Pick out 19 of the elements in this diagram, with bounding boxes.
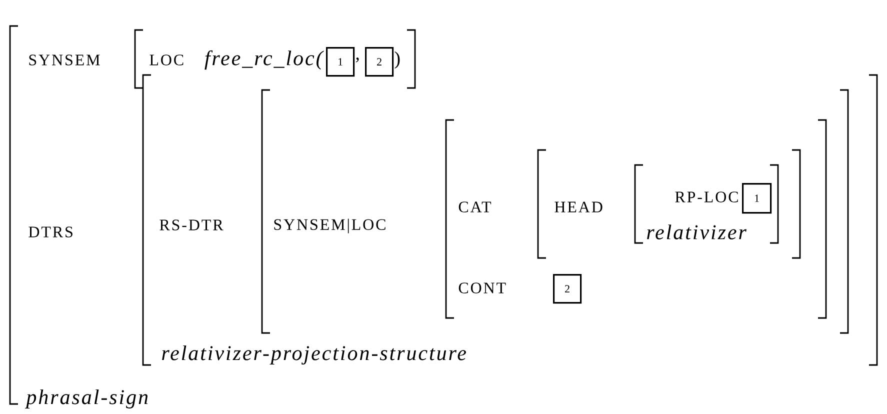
feature-label: RP-LOC: [675, 192, 738, 202]
feature-label: CAT: [458, 202, 492, 212]
type-label: relativizer: [647, 224, 746, 240]
punctuation: ,: [356, 58, 359, 62]
tag-box: 1: [326, 47, 355, 77]
tag-box: 2: [365, 47, 394, 77]
feature-label: CONT: [458, 282, 506, 294]
type-label: relativizer-projection-structure: [162, 345, 466, 364]
feature-label: RS-DTR: [160, 220, 224, 230]
type-label: free_rc_loc(: [204, 50, 324, 70]
feature-label: SYNSEM: [29, 54, 100, 66]
tag-box: 2: [553, 274, 582, 304]
tag-box: 1: [742, 183, 772, 214]
feature-label: SYNSEM|LOC: [274, 218, 386, 234]
punctuation: ): [394, 51, 400, 69]
feature-label: DTRS: [28, 226, 72, 238]
feature-label: LOC: [150, 54, 184, 66]
type-label: phrasal-sign: [24, 389, 148, 408]
feature-label: HEAD: [554, 202, 602, 212]
